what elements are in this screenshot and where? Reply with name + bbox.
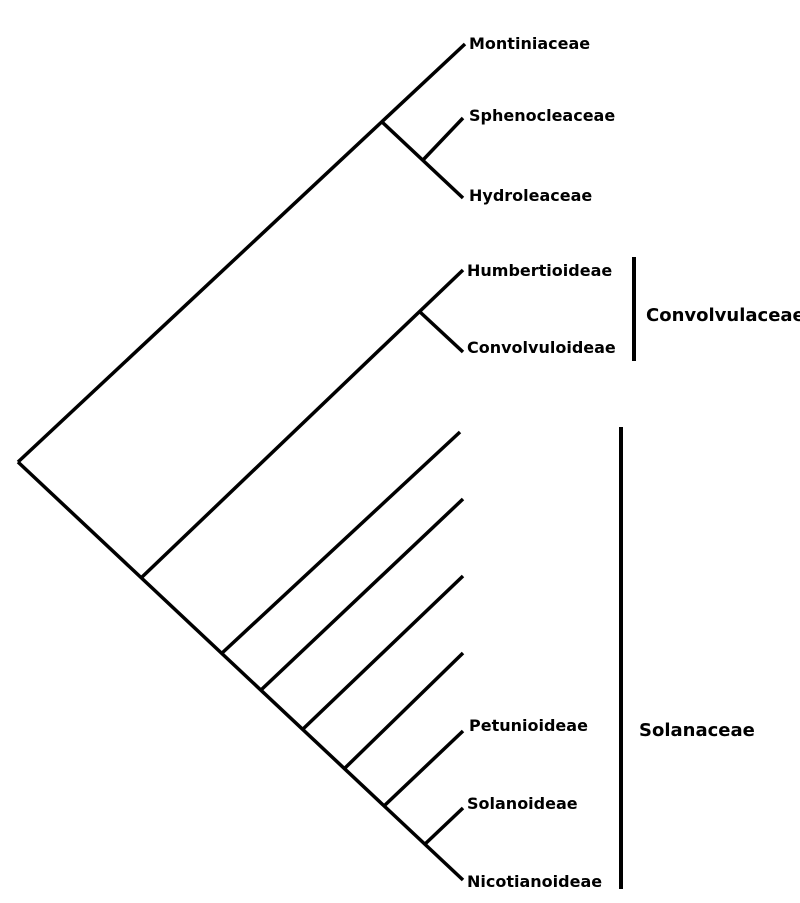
group-brackets: Convolvulaceae Solanaceae xyxy=(619,257,800,889)
branch-solanaceae-2 xyxy=(259,497,465,692)
branch-solanaceae-4 xyxy=(343,651,465,770)
branch-root-montiniaceae xyxy=(16,42,467,464)
branch-convolvulaceae-stem xyxy=(139,268,465,580)
branch-sphenocleaceae-clade xyxy=(379,119,465,200)
branch-convolvuloideae xyxy=(418,310,465,354)
branch-sphenocleaceae xyxy=(421,116,465,162)
label-hydroleaceae: Hydroleaceae xyxy=(469,186,592,205)
tree-branches xyxy=(16,42,467,882)
branch-solanaceae-1 xyxy=(219,430,462,656)
label-convolvuloideae: Convolvuloideae xyxy=(467,338,616,357)
branch-solanaceae-3 xyxy=(301,574,465,731)
label-petunioideae: Petunioideae xyxy=(469,716,588,735)
taxon-labels: Montiniaceae Sphenocleaceae Hydroleaceae… xyxy=(467,34,616,891)
label-convolvulaceae: Convolvulaceae xyxy=(646,305,800,326)
label-solanoideae: Solanoideae xyxy=(467,794,578,813)
label-montiniaceae: Montiniaceae xyxy=(469,34,590,53)
branch-petunioideae xyxy=(382,729,465,808)
label-sphenocleaceae: Sphenocleaceae xyxy=(469,106,615,125)
label-nicotianoideae: Nicotianoideae xyxy=(467,872,602,891)
branch-root-nicotianoideae xyxy=(16,460,465,882)
label-solanaceae: Solanaceae xyxy=(639,720,755,741)
label-humbertioideae: Humbertioideae xyxy=(467,261,612,280)
branch-solanoideae xyxy=(422,806,465,847)
